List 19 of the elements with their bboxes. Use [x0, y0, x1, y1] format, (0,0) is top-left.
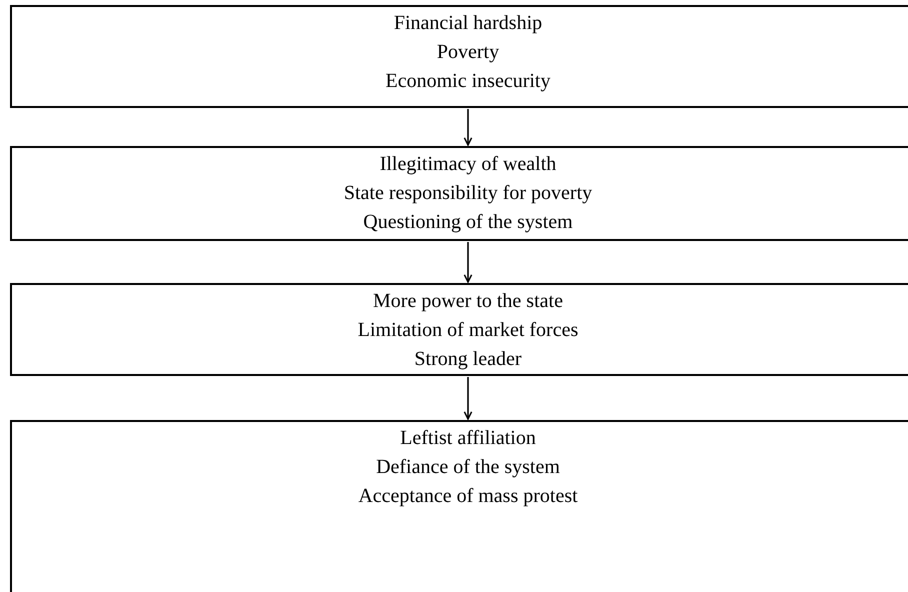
text-box: [10, 146, 908, 241]
box-text: Limitation of market forces: [358, 318, 578, 343]
arrow: [464, 377, 472, 420]
box-text: Acceptance of mass protest: [358, 484, 578, 509]
box-text: Poverty: [436, 40, 500, 65]
text-box: [10, 5, 908, 108]
box-text: State responsibility for poverty: [344, 181, 592, 206]
box-text: Illegitimacy of wealth: [380, 152, 556, 177]
arrow: [464, 109, 472, 146]
box-text: Leftist affiliation: [400, 426, 536, 451]
box-text: Financial hardship: [394, 11, 542, 36]
box-text: More power to the state: [373, 289, 563, 314]
arrow: [464, 242, 472, 283]
box-text: Defiance of the system: [376, 455, 560, 480]
box-text: Questioning of the system: [363, 210, 573, 235]
box-text: Economic insecurity: [386, 69, 550, 94]
box-text: Strong leader: [414, 347, 522, 372]
text-box: [10, 283, 908, 376]
text-box: [10, 420, 908, 592]
